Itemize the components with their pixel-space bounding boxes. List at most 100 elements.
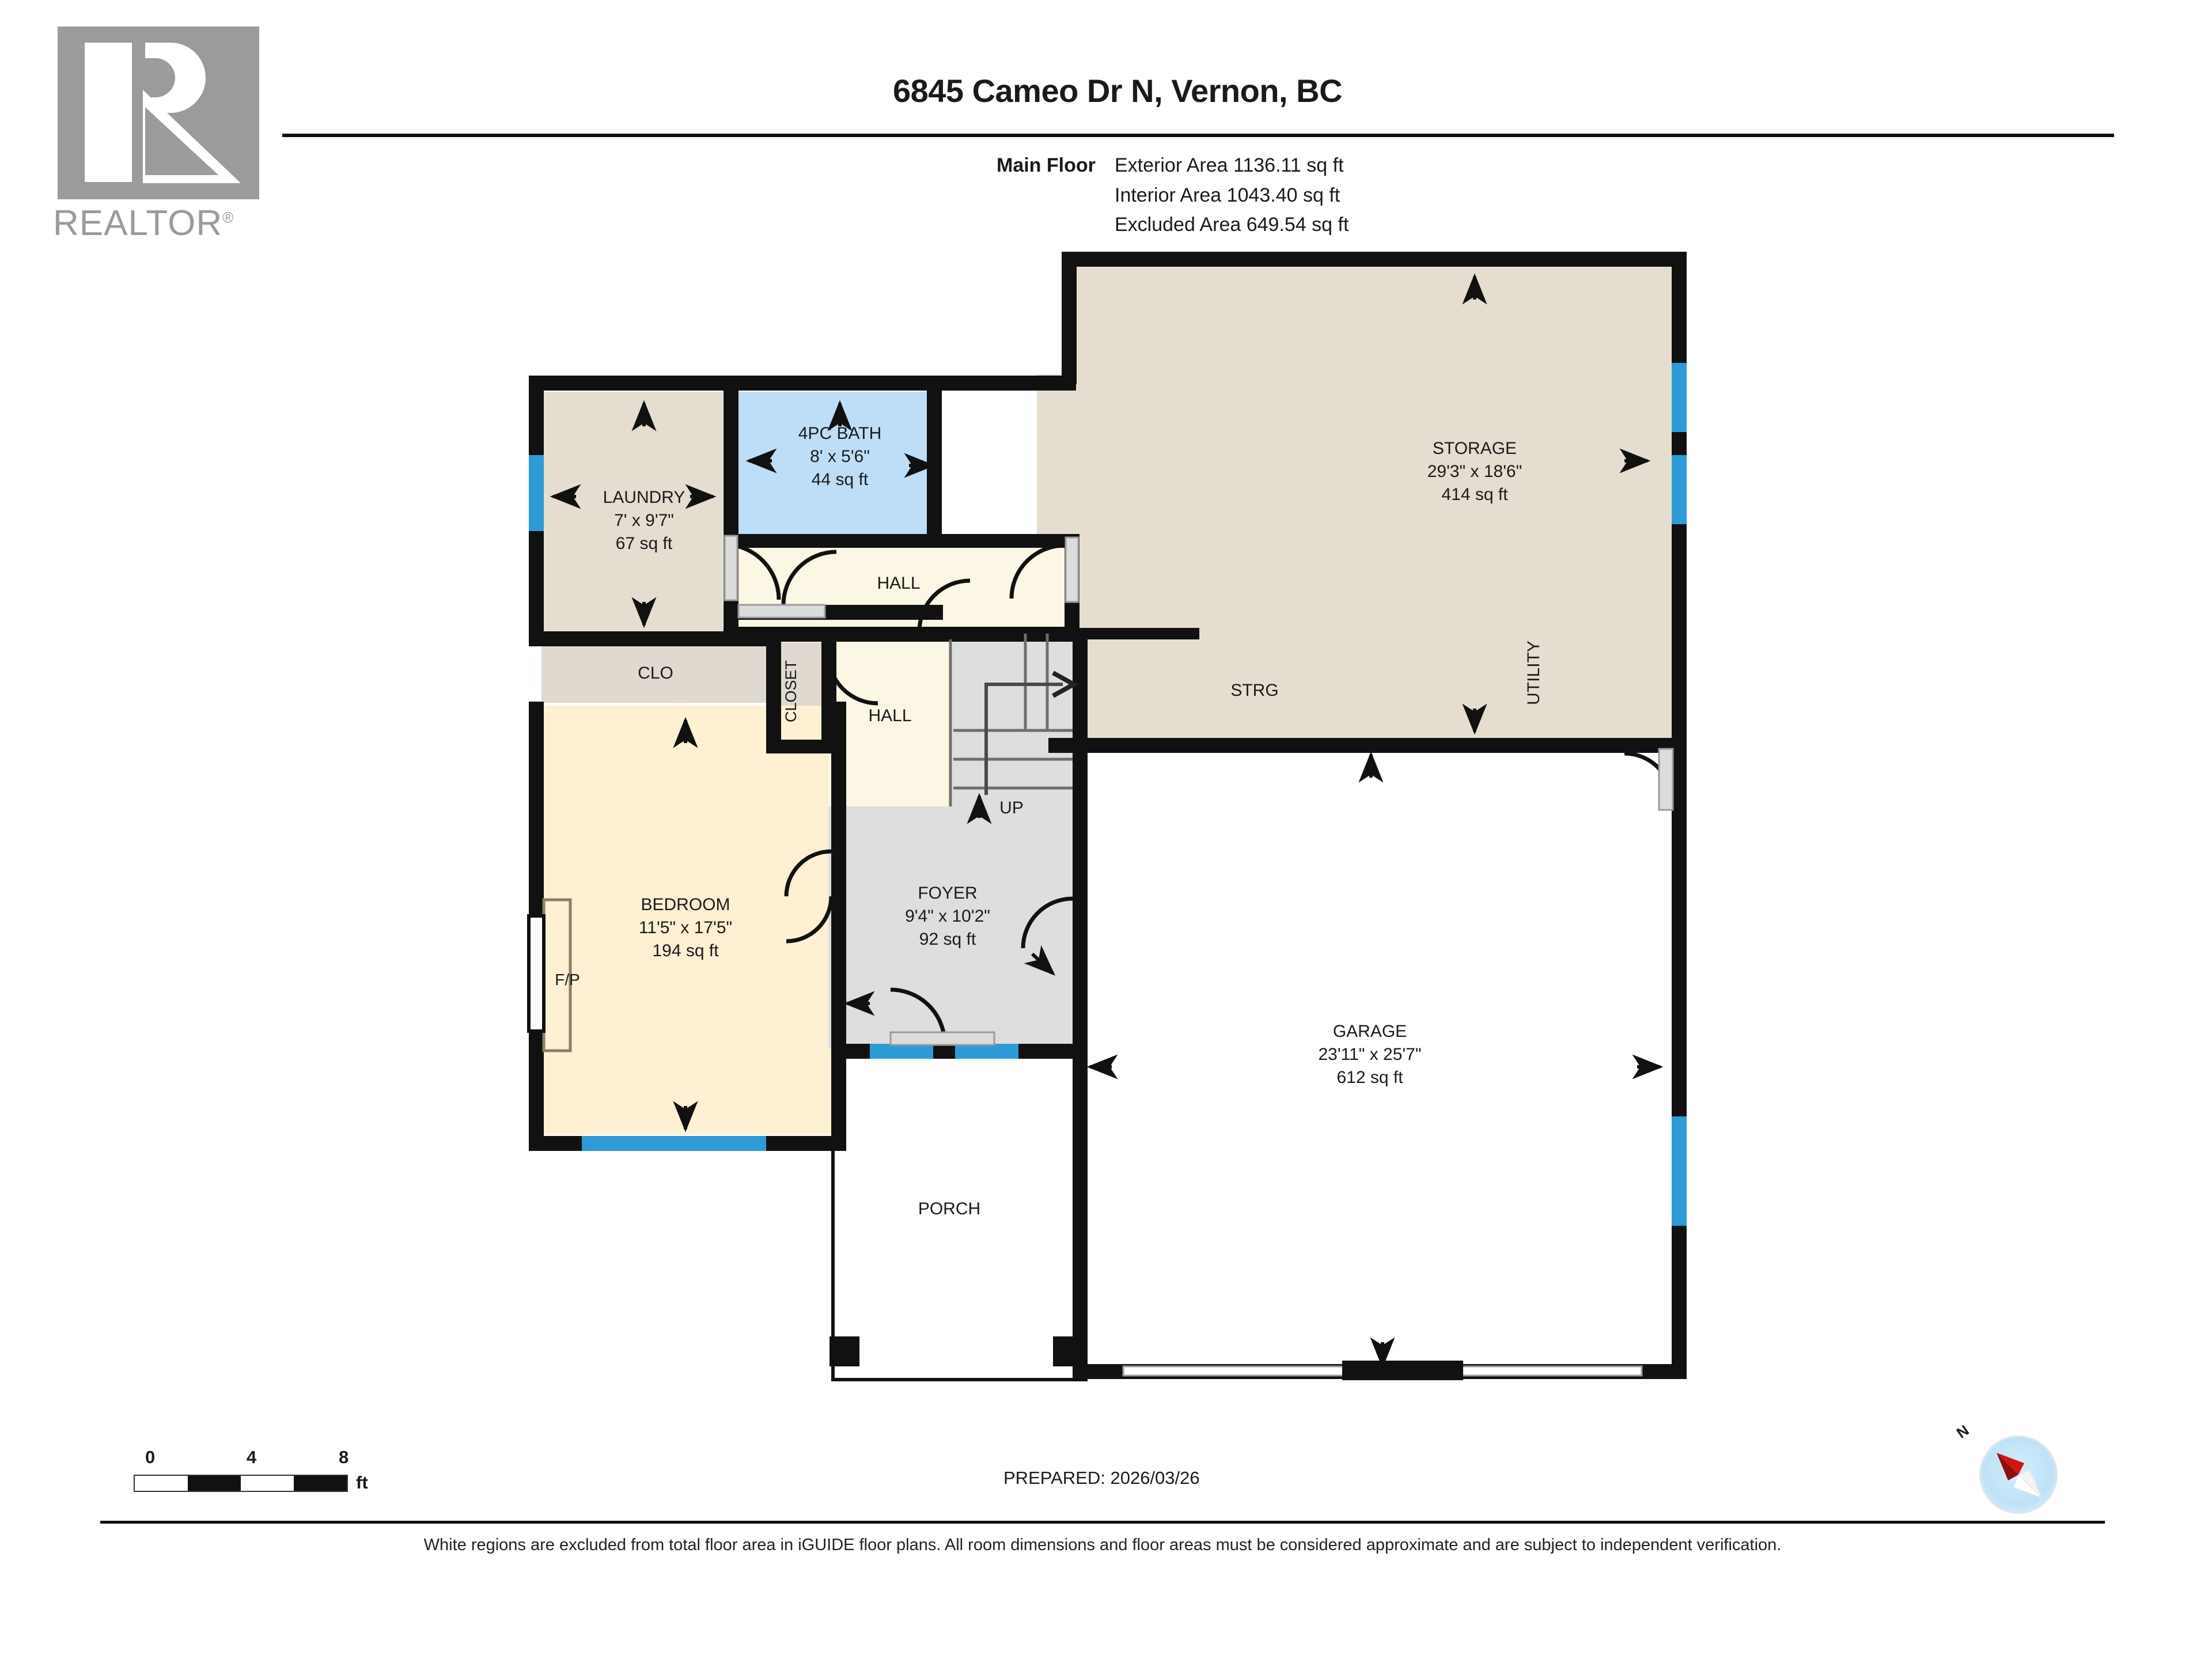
wall-porch-bottom — [831, 1378, 1088, 1381]
exterior-area: Exterior Area 1136.11 sq ft — [1115, 154, 1344, 176]
wall-porch-left — [831, 1059, 835, 1381]
realtor-logo: REALTOR® — [53, 26, 260, 257]
door-bedroom-b — [786, 896, 834, 944]
label-strg: STRG — [1230, 681, 1278, 700]
door-leaf-hallr — [1065, 536, 1080, 603]
scale-tick-0: 0 — [145, 1447, 156, 1467]
label-garage-name: GARAGE — [1333, 1022, 1407, 1041]
bedroom-fill — [541, 706, 834, 1135]
wall-clo-top — [529, 631, 771, 646]
door-leaves — [724, 535, 1674, 1046]
door-leaf-bath — [737, 604, 826, 619]
compass-rose: N — [1953, 1421, 2060, 1516]
wall-foyer-right — [1073, 634, 1088, 1060]
garage-door — [1122, 1361, 1643, 1380]
page-title: 6845 Cameo Dr N, Vernon, BC — [892, 73, 1343, 109]
summary-row: Main Floor Exterior Area 1136.11 sq ft — [997, 151, 1349, 181]
windows — [529, 363, 1687, 1226]
realtor-wordmark: REALTOR® — [53, 203, 260, 244]
window-bedroom-bottom — [582, 1136, 766, 1151]
footer-divider — [100, 1521, 2105, 1524]
wall-storage-left-upper — [1062, 252, 1077, 384]
foyer-fill-2 — [828, 806, 1076, 1048]
label-bedroom-dims: 11'5" x 17'5" — [639, 918, 732, 937]
label-hall-lower: HALL — [868, 706, 911, 725]
label-porch: PORCH — [918, 1199, 980, 1218]
label-bedroom-name: BEDROOM — [641, 895, 730, 914]
window-storage-right-b — [1672, 455, 1687, 524]
door-leaf-laundry — [724, 535, 738, 601]
summary-row: Excluded Area 649.54 sq ft — [997, 210, 1349, 240]
hall-lower-fill — [828, 639, 952, 815]
label-laundry-name: LAUNDRY — [603, 488, 685, 507]
interior-area: Interior Area 1043.40 sq ft — [1115, 184, 1340, 206]
label-clo: CLO — [638, 664, 673, 683]
label-garage-dims: 23'11" x 25'7" — [1319, 1045, 1422, 1064]
wall-closet-bottom — [766, 740, 836, 753]
floor-area-summary: Main Floor Exterior Area 1136.11 sq ft I… — [997, 151, 1349, 240]
excluded-area: Excluded Area 649.54 sq ft — [1115, 214, 1349, 236]
wall-closet-left — [766, 631, 781, 752]
laundry-fill — [541, 392, 723, 634]
label-up: UP — [999, 798, 1024, 817]
porch-post-left — [830, 1336, 859, 1366]
wall-strg-divider — [801, 628, 1199, 639]
label-utility: UTILITY — [1524, 641, 1543, 705]
room-fills — [541, 262, 1676, 1135]
wall-garage-right — [1672, 738, 1687, 1377]
label-hall-top: HALL — [877, 574, 920, 593]
wall-garage-top — [1073, 738, 1687, 753]
wall-halltop-top — [738, 534, 1080, 548]
scale-seg-2 — [188, 1476, 241, 1491]
scale-seg-4 — [294, 1476, 347, 1491]
door-hall-to-foyer — [917, 578, 971, 632]
stair-direction-arrow — [1052, 671, 1079, 698]
compass-needle-icon — [1997, 1453, 2042, 1498]
window-storage-right-a — [1672, 363, 1687, 432]
door-hall-lower — [826, 653, 878, 706]
logo-left-bar — [85, 43, 132, 182]
window-laundry-left — [529, 455, 544, 531]
floor-label: Main Floor — [997, 154, 1096, 176]
summary-row: Interior Area 1043.40 sq ft — [997, 181, 1349, 211]
door-leaf-front — [889, 1031, 995, 1046]
scale-seg-3 — [241, 1476, 294, 1491]
label-laundry-area: 67 sq ft — [616, 534, 673, 553]
label-foyer-dims: 9'4" x 10'2" — [905, 907, 990, 926]
window-foyer-bottom-b — [955, 1044, 1018, 1059]
wall-porch-right — [1073, 1059, 1088, 1379]
door-bath — [781, 550, 837, 605]
logo-r-bowl-inner — [145, 58, 175, 97]
disclaimer-text: White regions are excluded from total fl… — [423, 1536, 1782, 1554]
scale-tick-4: 4 — [247, 1447, 257, 1467]
arrow-foyer-door — [1024, 945, 1055, 976]
wall-top-left — [529, 376, 1076, 391]
wall-storage-top — [1062, 252, 1687, 267]
label-storage-name: STORAGE — [1433, 439, 1517, 458]
fireplace-wall-notch — [527, 914, 546, 1033]
stair-direction-line — [984, 683, 1063, 795]
realtor-r-mark — [58, 26, 259, 199]
label-storage-area: 414 sq ft — [1441, 485, 1508, 504]
door-leaf-garage-right — [1658, 748, 1674, 811]
window-foyer-bottom-a — [870, 1044, 933, 1059]
label-bath-name: 4PC BATH — [798, 424, 881, 443]
room-labels: LAUNDRY 7' x 9'7" 67 sq ft 4PC BATH 8' x… — [555, 424, 1543, 1218]
wall-closet-right — [821, 631, 836, 752]
label-garage-area: 612 sq ft — [1336, 1068, 1403, 1087]
registered-mark: ® — [222, 209, 234, 226]
label-storage-dims: 29'3" x 18'6" — [1427, 462, 1522, 481]
strg-band-fill — [1048, 639, 1676, 743]
prepared-date: PREPARED: 2026/03/26 — [1003, 1468, 1200, 1488]
scale-tick-8: 8 — [339, 1447, 349, 1467]
label-fp: F/P — [555, 971, 580, 988]
header-divider — [282, 134, 2114, 137]
door-foyer-garage — [1021, 896, 1073, 949]
label-bath-area: 44 sq ft — [812, 470, 869, 489]
stairs-fill — [952, 634, 1076, 815]
window-garage-right — [1672, 1116, 1687, 1226]
label-foyer-area: 92 sq ft — [919, 930, 976, 949]
dimension-arrows — [550, 273, 1664, 1369]
scale-seg-1 — [135, 1476, 188, 1491]
